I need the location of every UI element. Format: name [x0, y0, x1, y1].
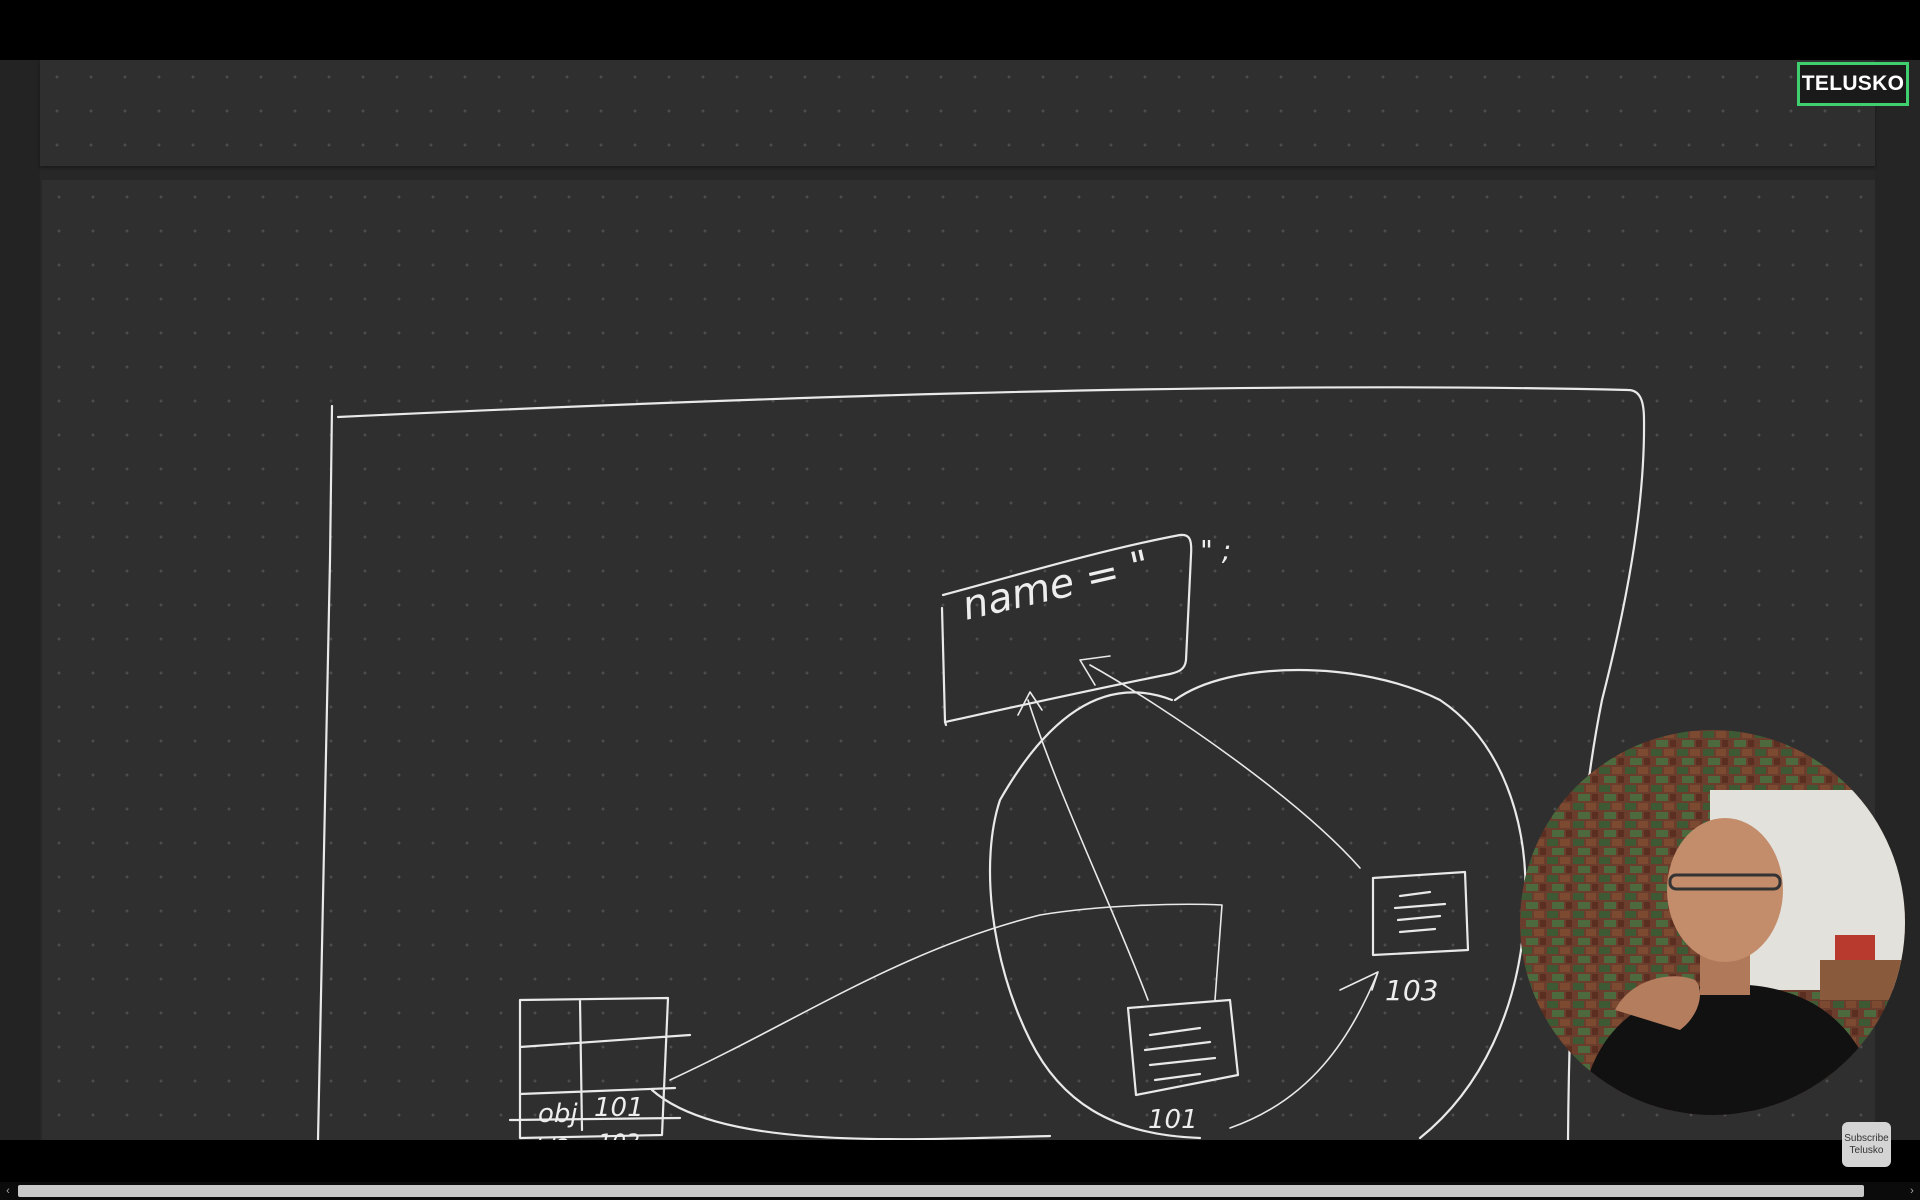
telusko-logo: TELUSKO: [1797, 62, 1909, 106]
subscribe-label: Subscribe: [1844, 1132, 1889, 1144]
arrow-101-to-string: [1017, 691, 1149, 1001]
horizontal-scrollbar[interactable]: ‹ ›: [0, 1182, 1920, 1200]
board-left-edge: [0, 60, 40, 1140]
object-101-box: [1126, 998, 1240, 1097]
scroll-right-icon[interactable]: ›: [1910, 1185, 1914, 1197]
string-value-label: name = ": [958, 542, 1154, 630]
arrow-103-to-string: [1079, 655, 1361, 869]
heap-outline: [316, 386, 1646, 1140]
reference-arrow: [669, 903, 1223, 1081]
object-103-address: 103: [1385, 974, 1438, 1007]
ref-101-label: 101: [594, 1093, 644, 1123]
whiteboard-main-panel: [42, 180, 1875, 1140]
quote-close-label: " ;: [1200, 534, 1231, 567]
blob-bottom-loop: [650, 1088, 1052, 1140]
ref-obj2-label: obj2: [522, 1136, 570, 1140]
channel-label: Telusko: [1849, 1144, 1884, 1156]
ref-103-label: 103: [598, 1131, 640, 1140]
reference-table: [508, 996, 692, 1140]
string-pool-box: [940, 533, 1193, 727]
scrollbar-thumb[interactable]: [18, 1185, 1864, 1197]
whiteboard-canvas[interactable]: name = " " ; obj 101 obj2 103 101 103 TE…: [0, 60, 1920, 1140]
presenter-webcam: [1520, 730, 1905, 1115]
whiteboard-top-panel: [40, 60, 1875, 166]
ref-obj1-label: obj: [538, 1099, 578, 1129]
object-101-address: 101: [1148, 1105, 1198, 1135]
object-103-pointer: [1229, 971, 1379, 1129]
subscribe-button[interactable]: Subscribe Telusko: [1842, 1122, 1891, 1167]
presenter-image: [1520, 730, 1905, 1115]
scroll-left-icon[interactable]: ‹: [6, 1185, 10, 1197]
object-103-box: [1371, 870, 1470, 957]
top-letterbox: [0, 0, 1920, 60]
object-blob: [988, 669, 1527, 1140]
